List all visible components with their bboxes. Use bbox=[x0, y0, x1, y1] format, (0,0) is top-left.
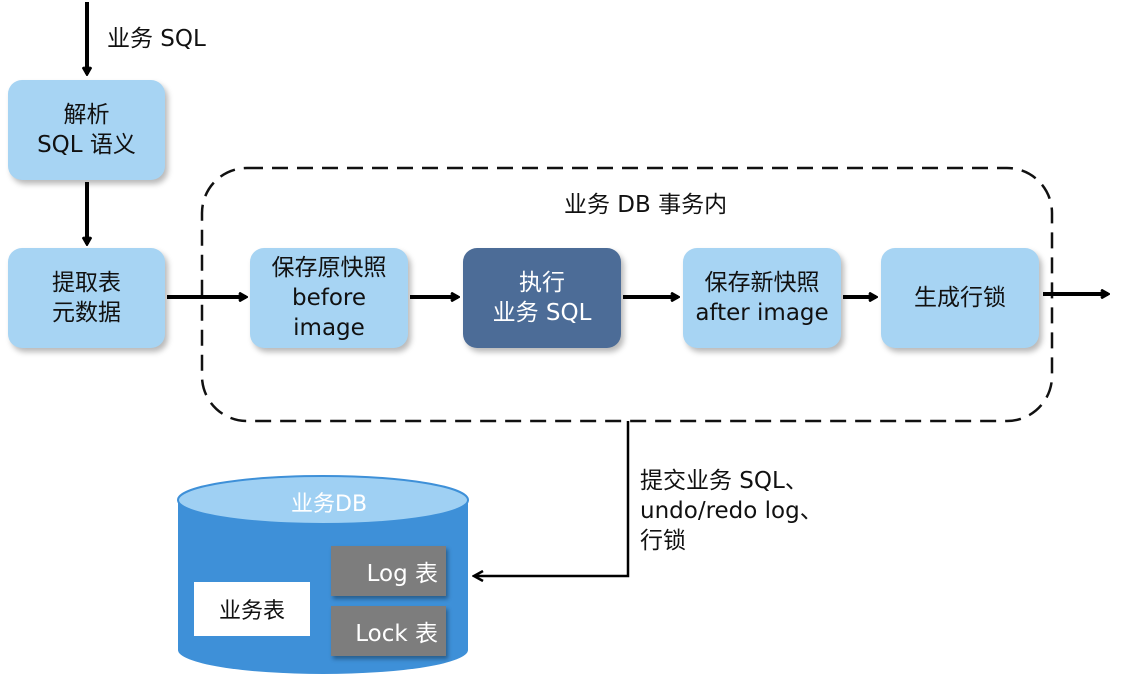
database-title: 业务DB bbox=[291, 492, 368, 517]
log-table: Log 表 bbox=[331, 546, 446, 596]
arrow-commit-to-db bbox=[474, 421, 630, 576]
business-table: 业务表 bbox=[194, 582, 310, 636]
generate-row-lock-step: 生成行锁 bbox=[881, 248, 1039, 348]
commit-label: 提交业务 SQL、 undo/redo log、 行锁 bbox=[640, 466, 823, 556]
before-line1: 保存原快照 bbox=[271, 255, 387, 281]
save-after-image-step: 保存新快照 after image bbox=[683, 248, 841, 348]
save-before-image-step: 保存原快照 before image bbox=[250, 248, 408, 348]
before-line2: before bbox=[291, 285, 367, 311]
transaction-label: 业务 DB 事务内 bbox=[564, 192, 728, 218]
commit-line3: 行锁 bbox=[640, 528, 686, 554]
execute-line2: 业务 SQL bbox=[492, 300, 592, 326]
commit-line2: undo/redo log、 bbox=[640, 498, 823, 524]
lock-line1: 生成行锁 bbox=[914, 285, 1006, 311]
metadata-line2: 元数据 bbox=[52, 300, 121, 326]
after-line2: after image bbox=[695, 300, 829, 326]
parse-line1: 解析 bbox=[63, 102, 110, 128]
execute-line1: 执行 bbox=[519, 270, 565, 296]
parse-sql-step: 解析 SQL 语义 bbox=[8, 80, 165, 180]
before-line3: image bbox=[293, 315, 365, 341]
after-line1: 保存新快照 bbox=[704, 270, 820, 296]
lock-table: Lock 表 bbox=[331, 606, 446, 656]
input-label: 业务 SQL bbox=[107, 26, 206, 52]
execute-sql-step: 执行 业务 SQL bbox=[463, 248, 621, 348]
metadata-line1: 提取表 bbox=[52, 270, 121, 296]
extract-metadata-step: 提取表 元数据 bbox=[8, 248, 165, 348]
commit-line1: 提交业务 SQL、 bbox=[640, 468, 808, 494]
parse-line2: SQL 语义 bbox=[37, 132, 136, 158]
